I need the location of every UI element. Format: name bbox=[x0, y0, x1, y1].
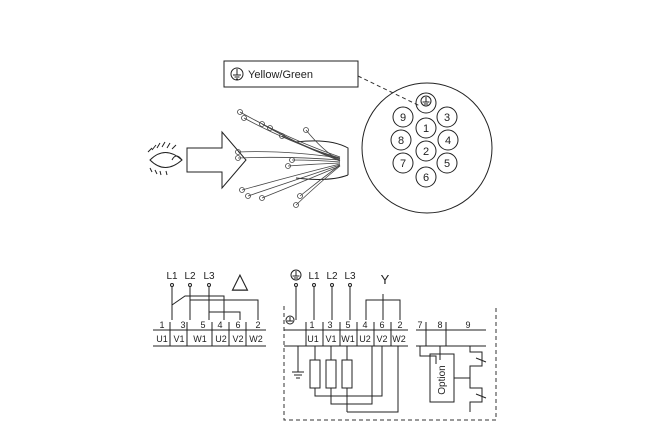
terminal-name: U2 bbox=[359, 334, 371, 344]
winding-resistors bbox=[292, 346, 399, 413]
pin-6 bbox=[415, 166, 437, 188]
cable-bundle bbox=[235, 109, 349, 208]
pin-label: 7 bbox=[400, 158, 406, 170]
pin-7 bbox=[392, 152, 414, 174]
star-symbol: Y bbox=[381, 272, 390, 287]
terminal-number: 2 bbox=[255, 320, 260, 330]
view-arrow bbox=[186, 130, 247, 190]
pin-2 bbox=[415, 140, 437, 162]
delta-connection: L1 L2 L3 △ 1 3 5 4 6 2 U1 V1 W1 U2 V2 W2 bbox=[153, 268, 266, 347]
pin-label: 8 bbox=[398, 135, 404, 147]
terminal-number: 8 bbox=[437, 320, 442, 330]
pin-label: 3 bbox=[444, 112, 450, 124]
terminal-number: 1 bbox=[159, 320, 164, 330]
ground-icon bbox=[290, 269, 302, 281]
pin-5 bbox=[436, 152, 458, 174]
pin-ground bbox=[415, 92, 437, 114]
ground-icon bbox=[285, 315, 295, 325]
option-label: Option bbox=[437, 365, 448, 394]
terminal-number: 1 bbox=[309, 320, 314, 330]
terminal-name: U1 bbox=[156, 334, 168, 344]
terminal-number: 5 bbox=[345, 320, 350, 330]
ground-legend: Yellow/Green bbox=[223, 60, 359, 88]
pin-label: 9 bbox=[400, 112, 406, 124]
terminal-number: 6 bbox=[235, 320, 240, 330]
terminal-name: V2 bbox=[376, 334, 387, 344]
terminal-number: 9 bbox=[465, 320, 470, 330]
pin-label: 5 bbox=[444, 158, 450, 170]
eye-icon bbox=[147, 141, 183, 176]
terminal-name: U1 bbox=[307, 334, 319, 344]
pin-8 bbox=[390, 129, 412, 151]
pin-3 bbox=[436, 106, 458, 128]
terminal-number: 7 bbox=[417, 320, 422, 330]
terminal-name: W2 bbox=[249, 334, 263, 344]
terminal-name: V2 bbox=[232, 334, 243, 344]
terminal-number: 2 bbox=[397, 320, 402, 330]
ground-icon bbox=[420, 95, 432, 107]
ground-icon bbox=[230, 67, 244, 81]
line-label: L1 bbox=[166, 271, 178, 282]
pin-label: 6 bbox=[423, 172, 429, 184]
pin-1 bbox=[415, 117, 437, 139]
terminal-number: 6 bbox=[379, 320, 384, 330]
terminal-name: W2 bbox=[392, 334, 406, 344]
line-label: L3 bbox=[344, 271, 356, 282]
line-label: L1 bbox=[308, 271, 320, 282]
pin-4 bbox=[437, 129, 459, 151]
terminal-name: W1 bbox=[193, 334, 207, 344]
line-label: L2 bbox=[184, 271, 196, 282]
line-label: L3 bbox=[203, 271, 215, 282]
terminal-number: 3 bbox=[180, 320, 185, 330]
terminal-name: W1 bbox=[341, 334, 355, 344]
legend-label: Yellow/Green bbox=[248, 69, 313, 81]
delta-symbol: △ bbox=[232, 268, 249, 293]
pin-label: 4 bbox=[445, 135, 451, 147]
terminal-number: 4 bbox=[217, 320, 222, 330]
pin-label: 2 bbox=[423, 146, 429, 158]
pin-9 bbox=[392, 106, 414, 128]
terminal-number: 4 bbox=[362, 320, 367, 330]
option-block: Option bbox=[419, 346, 487, 412]
line-label: L2 bbox=[326, 271, 338, 282]
legend-leader bbox=[357, 75, 421, 107]
terminal-number: 5 bbox=[200, 320, 205, 330]
terminal-name: V1 bbox=[173, 334, 184, 344]
pin-label: 1 bbox=[423, 123, 429, 135]
terminal-number: 3 bbox=[327, 320, 332, 330]
star-connection: L1 L2 L3 Y 1 3 5 4 6 2 7 8 9 U1 V1 W1 U2… bbox=[283, 269, 497, 421]
terminal-name: U2 bbox=[215, 334, 227, 344]
terminal-name: V1 bbox=[325, 334, 336, 344]
connector-face: 9 3 8 1 4 7 2 5 6 bbox=[361, 82, 493, 214]
